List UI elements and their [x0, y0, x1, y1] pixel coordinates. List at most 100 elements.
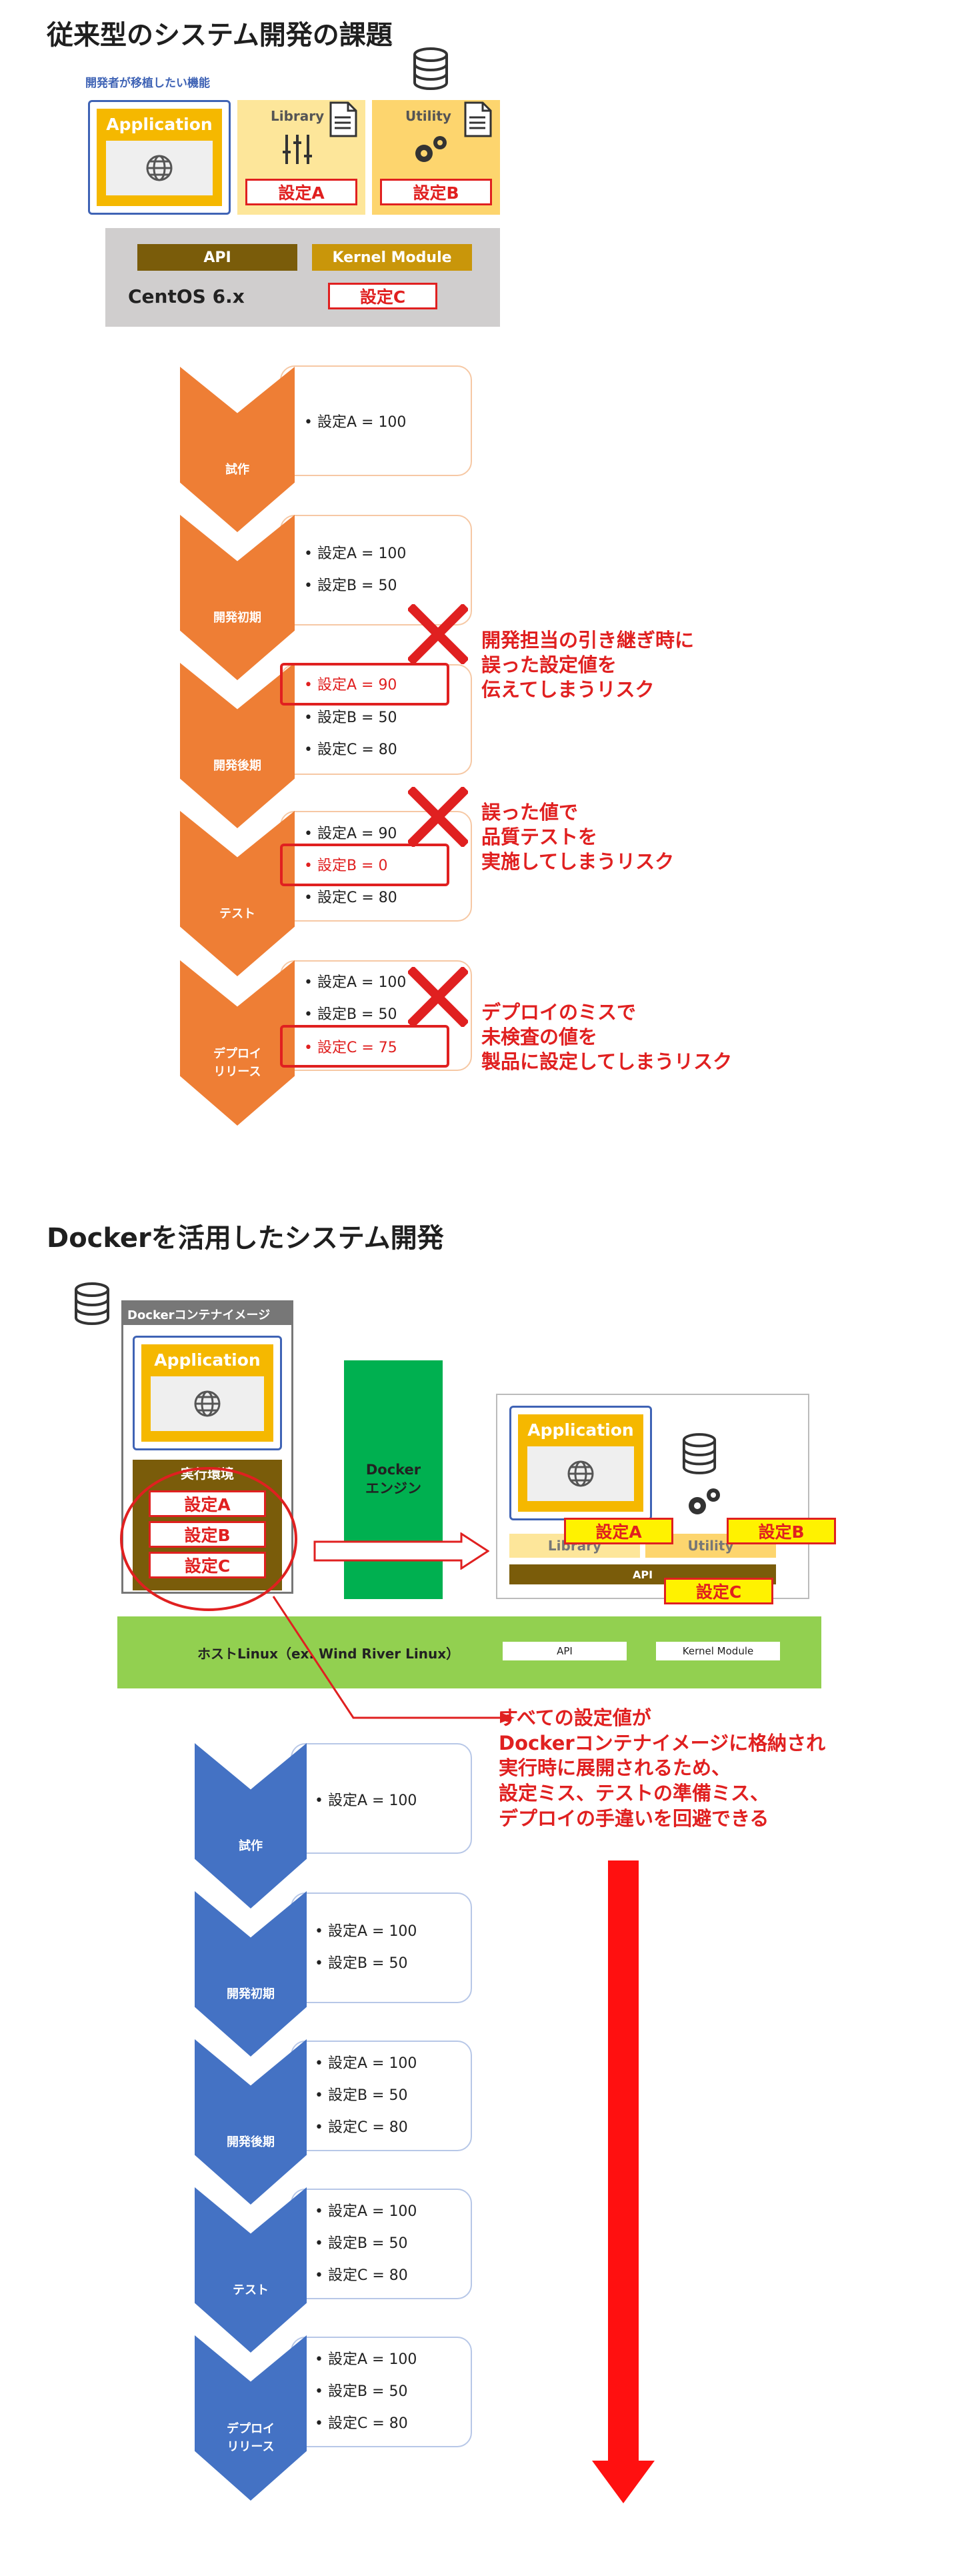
stage-card: [280, 811, 472, 922]
stage-value: • 設定C = 80: [304, 890, 397, 906]
migrate-label: 開発者が移植したい機能: [85, 77, 210, 90]
stage-value: • 設定A = 100: [304, 974, 407, 991]
gears-icon: [415, 136, 447, 162]
stage-chevron: 開発初期: [195, 1891, 307, 2057]
application-frame: Application: [133, 1336, 282, 1450]
stage-value: • 設定A = 100: [304, 545, 407, 562]
application-title: Application: [527, 1420, 634, 1440]
application-window: [527, 1446, 634, 1501]
stage-chevron: 開発後期: [180, 663, 295, 828]
setting-a-badge: 設定A: [564, 1518, 673, 1544]
stage-card: [291, 1743, 472, 1854]
section2-title: Dockerを活用したシステム開発: [47, 1223, 444, 1254]
stage-value: • 設定B = 50: [315, 2383, 408, 2400]
stage-card: [291, 2189, 472, 2299]
application-frame: Application: [88, 100, 231, 215]
down-arrow: [592, 1860, 655, 2503]
stage-value: • 設定C = 80: [304, 742, 397, 758]
stage-card: [291, 2337, 472, 2447]
stage-card: [291, 1892, 472, 2003]
stage-card: [280, 960, 472, 1071]
stage-card: [280, 664, 472, 775]
risk-note: 誤った値で 品質テストを 実施してしまうリスク: [481, 801, 675, 874]
highlight-circle: [120, 1467, 297, 1611]
stage-chevron: 試作: [180, 367, 295, 532]
cross-icon: [408, 604, 468, 664]
host-kernel-box: Kernel Module: [656, 1642, 780, 1660]
host-api-box: API: [503, 1642, 627, 1660]
section1-title: 従来型のシステム開発の課題: [47, 20, 393, 51]
host-linux: ホストLinux（ex. Wind River Linux） API Kerne…: [117, 1616, 821, 1688]
stage-value: • 設定B = 50: [315, 2235, 408, 2252]
deploy-arrow: [313, 1532, 489, 1570]
os-label: CentOS 6.x: [128, 285, 245, 307]
stage-chevron: 開発初期: [180, 515, 295, 680]
error-highlight: [280, 844, 449, 886]
stage-value: • 設定B = 50: [315, 2087, 408, 2104]
globe-icon: [567, 1460, 594, 1487]
library-label: Library: [271, 108, 325, 124]
stage-value: • 設定C = 80: [315, 2267, 408, 2284]
stage-value: • 設定B = 50: [315, 1955, 408, 1972]
api-bar: API: [137, 244, 297, 271]
stage-value: • 設定A = 100: [315, 2203, 417, 2220]
application-window: [106, 141, 213, 195]
globe-icon: [194, 1390, 221, 1417]
gears-icon: [689, 1488, 720, 1514]
stage-value: • 設定A = 100: [315, 2055, 417, 2072]
stage-value: • 設定C = 80: [315, 2119, 408, 2136]
database-icon: [682, 1433, 717, 1474]
stage-value-error: • 設定A = 90: [304, 677, 397, 694]
stage-value: • 設定A = 100: [304, 414, 407, 431]
cross-icon: [408, 787, 468, 847]
error-highlight: [280, 1025, 449, 1068]
stage-value-error: • 設定C = 75: [304, 1040, 397, 1056]
stage-chevron: デプロイ リリース: [195, 2335, 307, 2501]
cross-icon: [408, 967, 468, 1027]
document-icon: [464, 101, 492, 137]
setting-c-badge: 設定C: [664, 1578, 773, 1604]
container-image-label: Dockerコンテナイメージ: [123, 1302, 291, 1325]
kernel-bar: Kernel Module: [312, 244, 472, 271]
stage-chevron: 試作: [195, 1743, 307, 1908]
stage-value: • 設定B = 50: [304, 1006, 397, 1023]
stage-value: • 設定B = 50: [304, 577, 397, 594]
utility-box: Utility 設定B: [372, 100, 500, 215]
setting-a-box: 設定A: [245, 179, 357, 205]
sliders-icon: [283, 135, 312, 164]
globe-icon: [146, 155, 173, 181]
library-box: Library 設定A: [237, 100, 365, 215]
stage-chevron: テスト: [195, 2187, 307, 2353]
os-platform: API Kernel Module CentOS 6.x 設定C: [105, 228, 500, 327]
application-title: Application: [154, 1350, 261, 1370]
docker-note: すべての設定値が Dockerコンテナイメージに格納され 実行時に展開されるため…: [499, 1706, 826, 1830]
setting-b-badge: 設定B: [727, 1518, 836, 1544]
setting-b-box: 設定B: [380, 179, 492, 205]
host-label: ホストLinux（ex. Wind River Linux）: [197, 1646, 460, 1662]
callout-connector: [272, 1596, 515, 1723]
stage-chevron: デプロイ リリース: [180, 960, 295, 1126]
stage-chevron: テスト: [180, 811, 295, 976]
stage-value: • 設定A = 90: [304, 826, 397, 842]
stage-value: • 設定B = 50: [304, 710, 397, 726]
database-icon: [75, 1282, 109, 1325]
stage-value: • 設定C = 80: [315, 2415, 408, 2432]
setting-c-box: 設定C: [328, 283, 437, 309]
application-window: [151, 1376, 264, 1431]
stage-value-error: • 設定B = 0: [304, 858, 388, 874]
stage-value: • 設定A = 100: [315, 1923, 417, 1940]
document-icon: [329, 101, 357, 137]
stage-card: [291, 2041, 472, 2151]
application-frame: Application: [509, 1406, 652, 1520]
stage-value: • 設定A = 100: [315, 2351, 417, 2368]
stage-value: • 設定A = 100: [315, 1792, 417, 1809]
target-environment: Application Library Utility API: [496, 1394, 809, 1599]
stage-chevron: 開発後期: [195, 2039, 307, 2205]
error-highlight: [280, 663, 449, 706]
application-title: Application: [106, 114, 213, 134]
risk-note: デプロイのミスで 未検査の値を 製品に設定してしまうリスク: [481, 1001, 733, 1074]
database-icon: [413, 47, 448, 90]
stage-card: [280, 515, 472, 625]
risk-note: 開発担当の引き継ぎ時に 誤った設定値を 伝えてしまうリスク: [481, 629, 695, 702]
utility-label: Utility: [405, 108, 451, 124]
